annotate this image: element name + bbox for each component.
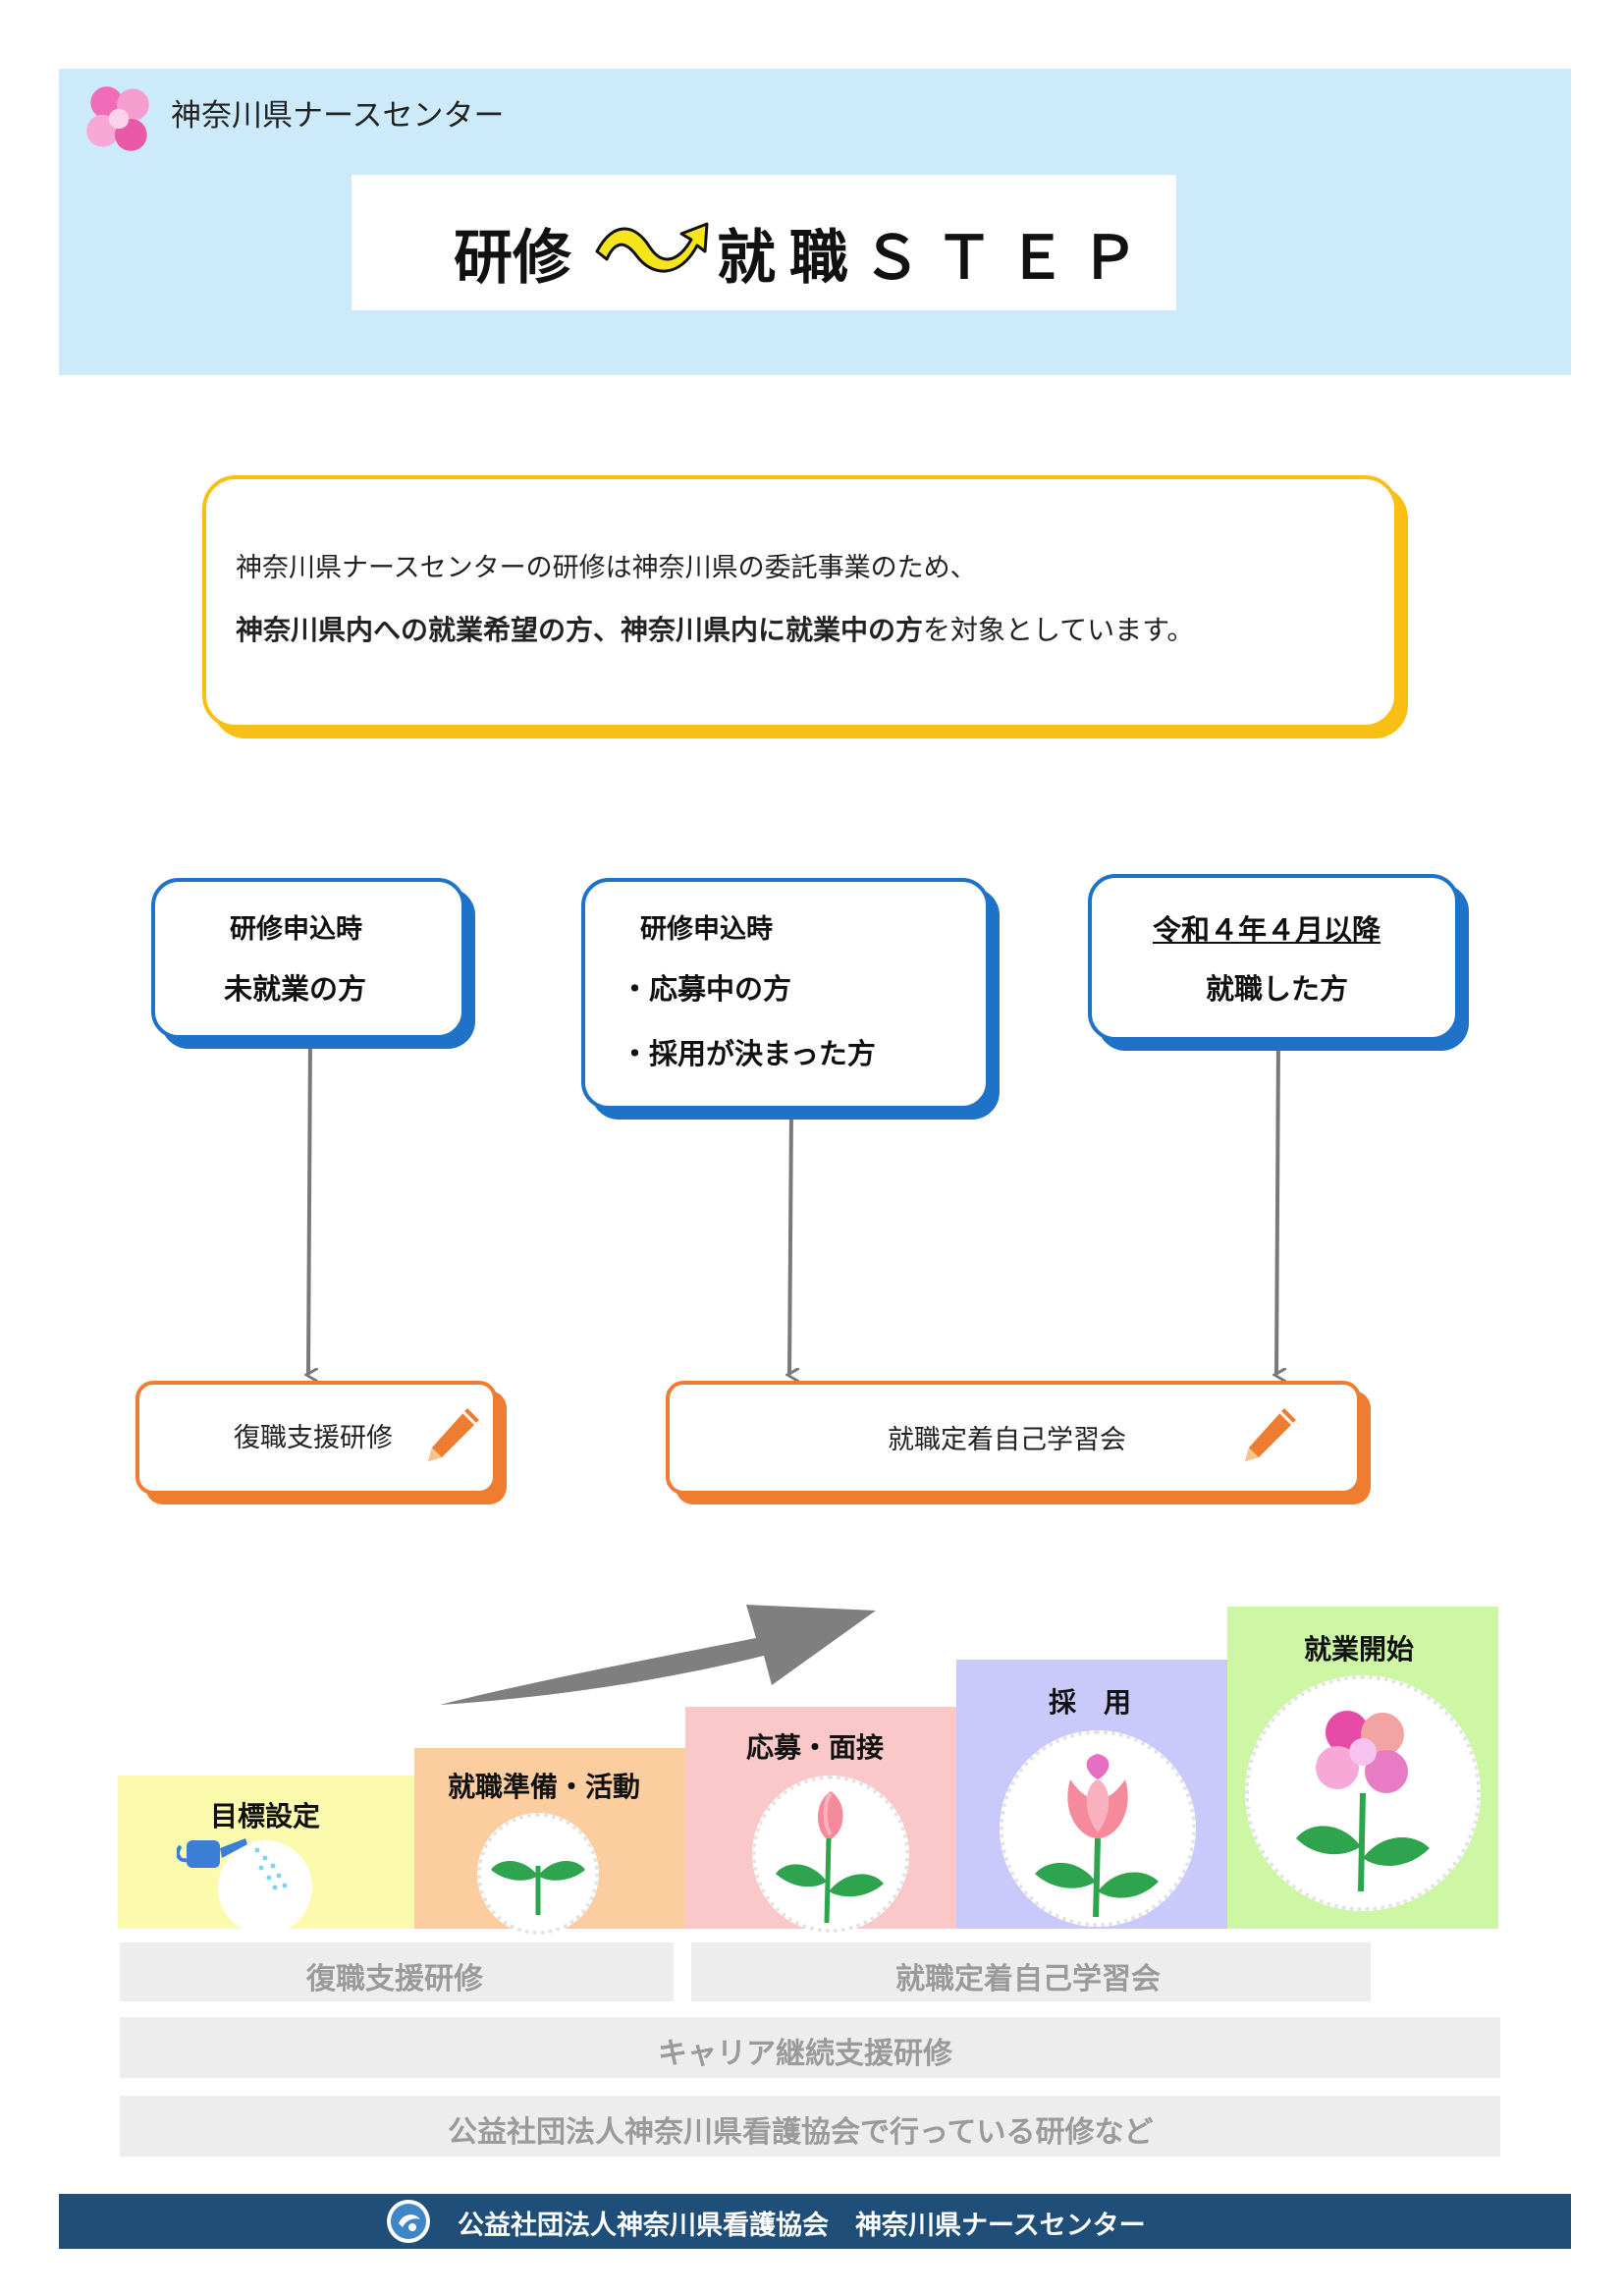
step-label-job-preparation: 就職準備・活動 — [448, 1771, 641, 1803]
bar-label-association: 公益社団法人神奈川県看護協会で行っている研修など — [448, 2115, 1154, 2150]
program-label-reinstatement: 復職支援研修 — [234, 1423, 393, 1453]
step-label-application-interview: 応募・面接 — [746, 1731, 885, 1764]
flower-icon — [1296, 1711, 1430, 1892]
bar-label-career: キャリア継続支援研修 — [658, 2037, 952, 2071]
step-label-goal-setting: 目標設定 — [210, 1800, 321, 1832]
nurse-center-logo — [86, 86, 149, 151]
pencil-icon — [428, 1408, 479, 1461]
arrow-2 — [789, 1107, 791, 1375]
footer — [59, 2194, 1571, 2249]
target-box-2-line-3: ・採用が決まった方 — [621, 1037, 876, 1070]
bar-retention — [691, 1942, 1371, 2001]
step-label-hired: 採 用 — [1049, 1686, 1132, 1719]
program-box-retention[interactable] — [666, 1381, 1361, 1495]
tulip-icon — [1035, 1754, 1159, 1918]
step-label-employment-start: 就業開始 — [1304, 1633, 1415, 1666]
notice-box — [202, 475, 1398, 729]
target-box-employed — [1088, 874, 1459, 1041]
target-box-3-line-2: 就職した方 — [1206, 972, 1349, 1006]
target-box-2-line-2: ・応募中の方 — [621, 972, 792, 1006]
arrow-3 — [1276, 1038, 1278, 1375]
wave-arrow-icon — [595, 222, 709, 273]
bar-career — [120, 2017, 1500, 2078]
target-box-1-line-1: 研修申込時 — [230, 914, 362, 945]
progress-arrow-icon — [440, 1605, 876, 1705]
association-logo-icon — [387, 2200, 430, 2243]
target-box-2-line-1: 研修申込時 — [640, 914, 773, 945]
program-box-reinstatement[interactable] — [135, 1381, 497, 1495]
target-box-applying — [581, 878, 990, 1110]
bar-label-reinstatement: 復職支援研修 — [306, 1962, 483, 1996]
footer-text: 公益社団法人神奈川県看護協会 神奈川県ナースセンター — [458, 2211, 1146, 2241]
target-box-unemployed — [151, 878, 465, 1039]
pencil-icon — [1245, 1408, 1296, 1461]
notice-line-1: 神奈川県ナースセンターの研修は神奈川県の委託事業のため、 — [236, 553, 977, 583]
program-label-retention: 就職定着自己学習会 — [888, 1425, 1126, 1455]
notice-line-2: 神奈川県内への就業希望の方、神奈川県内に就業中の方を対象としています。 — [236, 609, 1194, 648]
watering-can-icon — [177, 1838, 288, 1890]
page-title-right: 就職ＳＴＥＰ — [717, 224, 1153, 293]
org-name: 神奈川県ナースセンター — [171, 98, 505, 134]
page-title-left: 研修 — [454, 224, 571, 293]
notice-rest: を対象としています。 — [923, 614, 1195, 646]
bar-association — [120, 2096, 1500, 2157]
bar-reinstatement — [120, 1942, 674, 2001]
title-box — [352, 175, 1176, 310]
bud-icon — [776, 1791, 884, 1924]
arrow-1 — [308, 1036, 310, 1375]
target-box-3-line-1: 令和４年４月以降 — [1153, 913, 1381, 947]
target-box-1-line-2: 未就業の方 — [224, 972, 367, 1006]
sprout-icon — [491, 1860, 585, 1915]
bar-label-retention: 就職定着自己学習会 — [895, 1962, 1161, 1996]
notice-emphasis: 神奈川県内への就業希望の方、神奈川県内に就業中の方 — [236, 614, 924, 646]
